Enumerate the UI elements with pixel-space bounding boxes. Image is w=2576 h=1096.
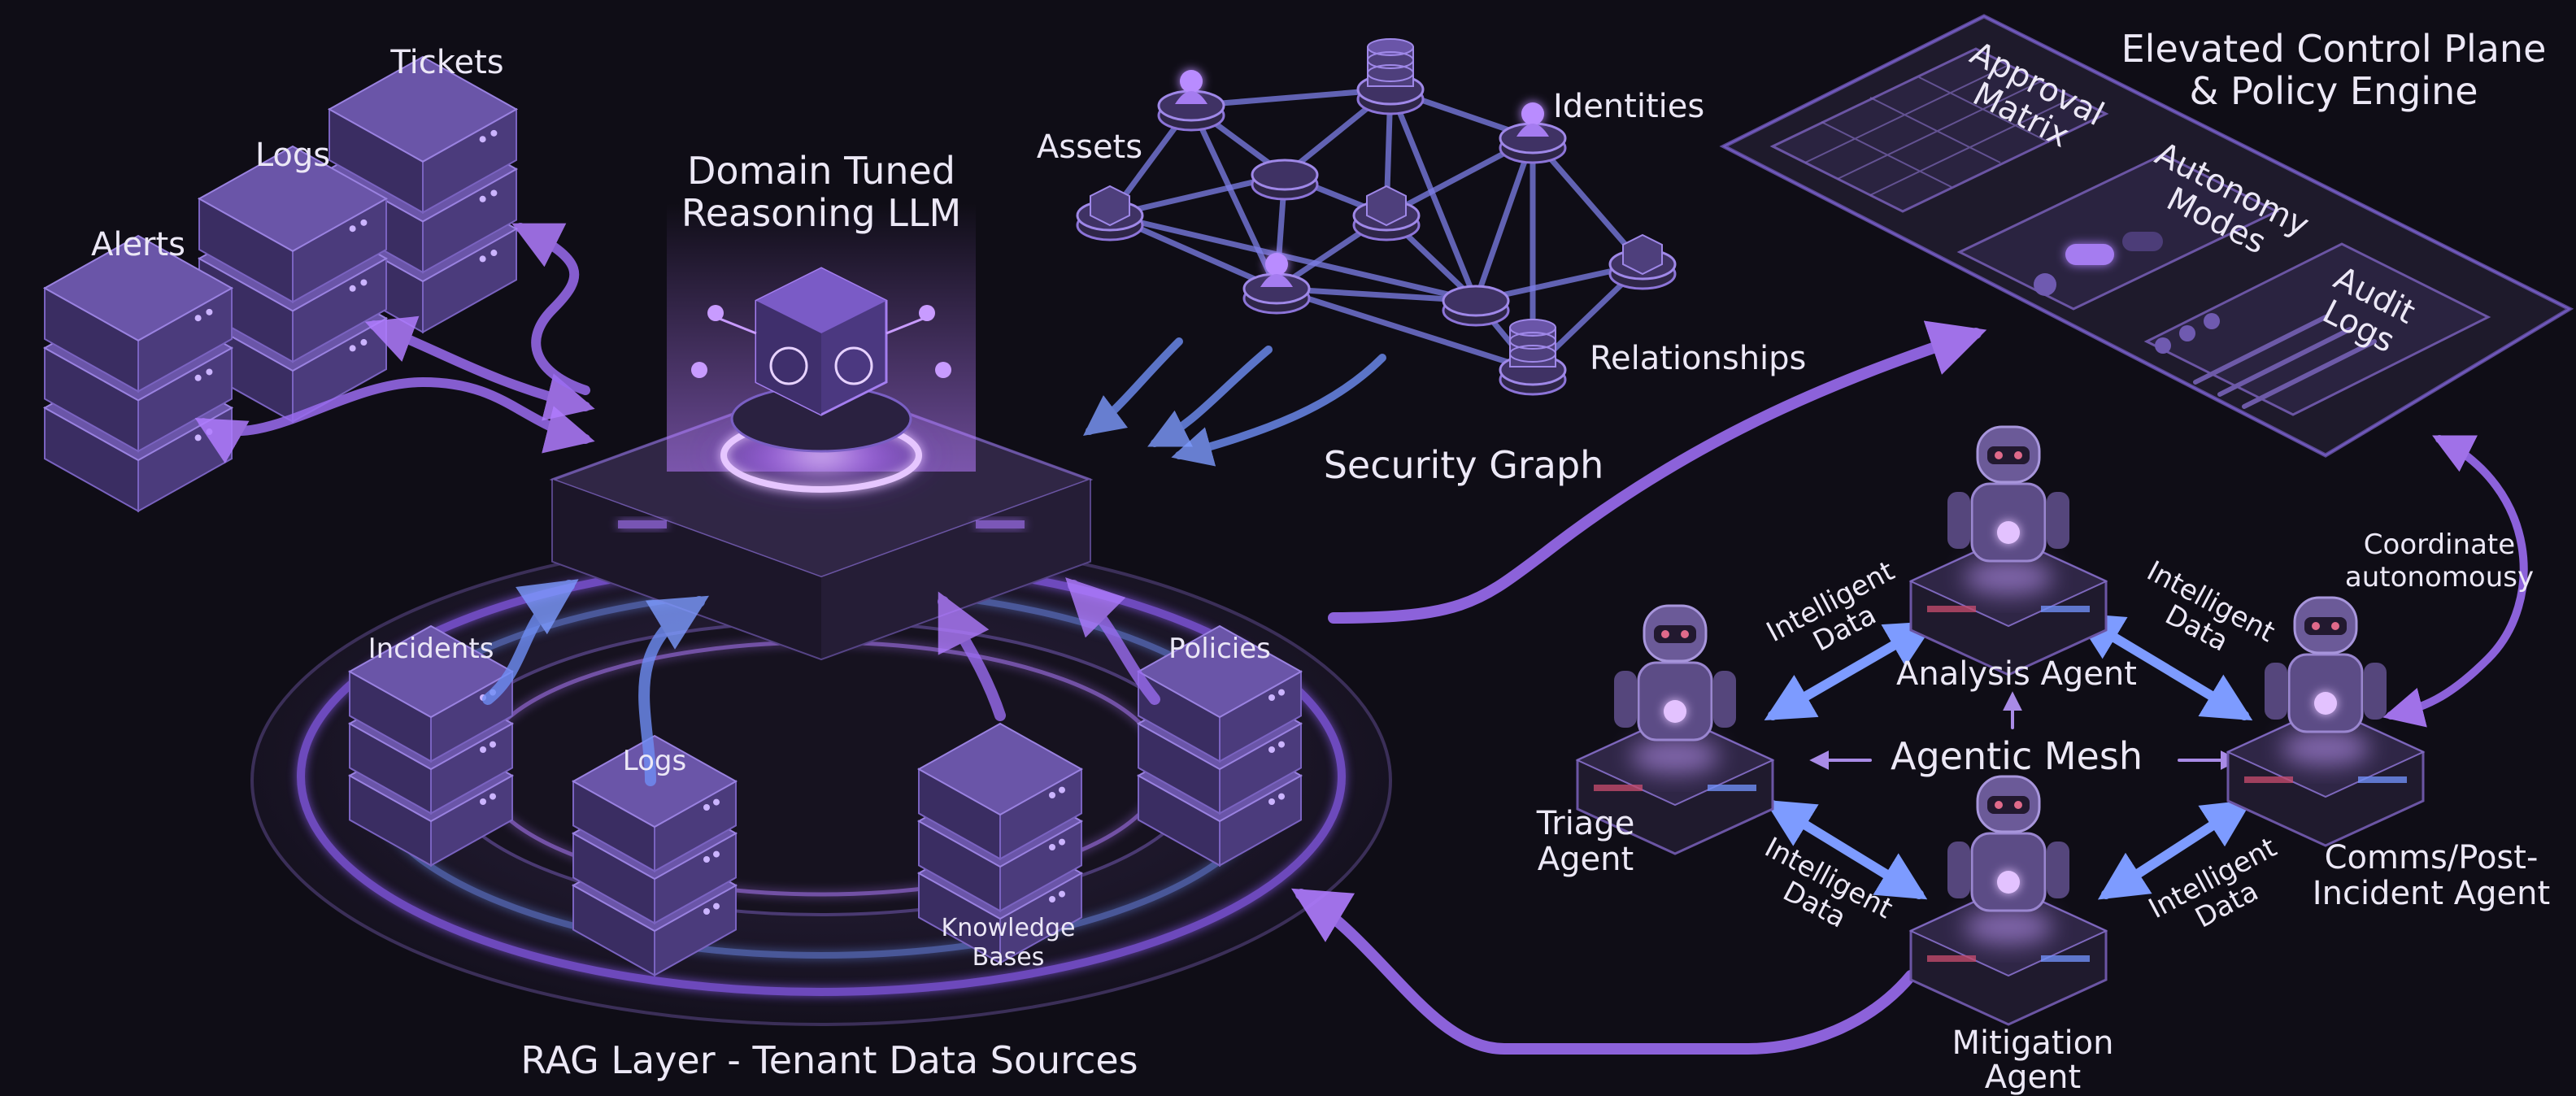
graph-node-icon [1252,160,1317,199]
alerts-label: Alerts [49,228,228,263]
logs-source-label: Logs [203,138,382,173]
comms-agent-line2: Incident Agent [2301,876,2561,911]
policies-label: Policies [1138,634,1301,664]
rag-layer-title: RAG Layer - Tenant Data Sources [504,1041,1155,1081]
assets-label: Assets [1008,130,1171,165]
security-graph-title: Security Graph [1268,446,1659,486]
graph-node-icon [1443,286,1508,325]
llm-cube-icon [667,203,976,500]
graph-node-icon [1354,186,1419,240]
logs-rag-label: Logs [573,746,736,776]
llm-title-line2: Reasoning LLM [634,194,1008,234]
graph-node-icon [1159,70,1224,130]
graph-node-icon [1077,186,1142,240]
analysis-robot-agent-icon [1911,427,2106,675]
coordinate-line2: autonomousy [2334,563,2545,593]
mitigation-agent-line1: Mitigation [1935,1026,2130,1061]
control-plane-title-line2: & Policy Engine [2114,72,2553,112]
graph-node-icon [1610,235,1675,289]
coordinate-line1: Coordinate [2334,530,2545,560]
identities-label: Identities [1553,89,1797,124]
alerts-server-stack-icon [45,236,232,511]
database-icon [1358,39,1423,114]
tickets-label: Tickets [358,46,537,80]
incidents-label: Incidents [350,634,512,664]
control-plane-title-line1: Elevated Control Plane [2114,29,2553,70]
database-icon [1500,320,1565,394]
knowledge-bases-line2: Bases [927,945,1090,971]
agentic-mesh-title: Agentic Mesh [1878,737,2155,777]
comms-agent-line1: Comms/Post- [2301,841,2561,876]
graph-edge [1191,106,1277,289]
relationships-label: Relationships [1590,341,1850,376]
llm-title-line1: Domain Tuned [634,151,1008,192]
knowledge-bases-line1: Knowledge [927,916,1090,942]
mitigation-agent-line2: Agent [1935,1060,2130,1095]
triage-agent-line2: Agent [1504,842,1667,877]
analysis-agent-label: Analysis Agent [1886,657,2147,692]
mitigation-robot-agent-icon [1911,776,2106,1024]
triage-agent-line1: Triage [1504,807,1667,842]
